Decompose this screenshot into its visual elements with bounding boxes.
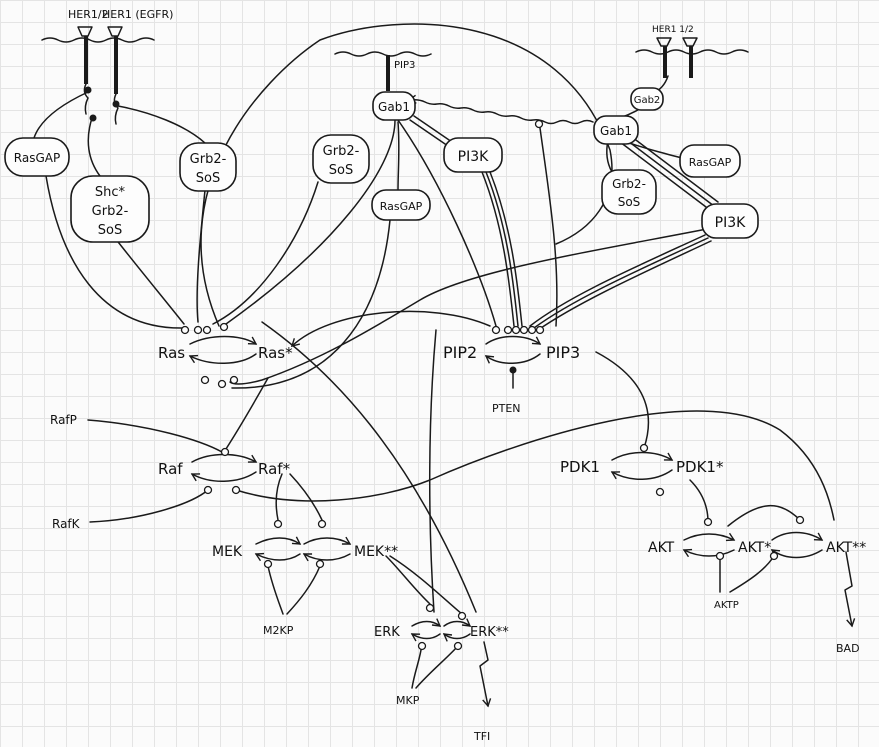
box-gab2: Gab2 (630, 87, 664, 111)
species-raf: Raf (158, 460, 183, 478)
reaction-pdk1 (610, 451, 674, 480)
reaction-ras (188, 335, 258, 364)
species-akt-star: AKT* (738, 540, 771, 556)
species-m2kp: M2KP (263, 624, 294, 637)
reaction-raf (190, 453, 258, 482)
species-pten: PTEN (492, 402, 521, 415)
species-raf-star: Raf* (258, 460, 291, 478)
species-akt-pp: AKT** (826, 540, 866, 556)
box-gab1-center-label: Gab1 (378, 100, 410, 114)
box-rasgap-center-label: RasGAP (380, 200, 423, 213)
box-shc-line1: Shc* (95, 185, 126, 200)
species-mek: MEK (212, 544, 243, 560)
species-pip3: PIP3 (546, 343, 580, 362)
box-grb2-sos-right: Grb2- SoS (601, 169, 657, 215)
box-gab1-right: Gab1 (593, 115, 639, 145)
receptor-her1-egfr (107, 26, 123, 94)
species-labels: Ras Ras* PIP2 PIP3 PTEN RafP Raf Raf* Ra… (50, 343, 866, 743)
box-rasgap-center: RasGAP (371, 189, 431, 221)
box-grb2-top-line2: SoS (196, 171, 220, 186)
box-rasgap-right-label: RasGAP (689, 156, 732, 169)
membrane-right: HER1 1/2 (635, 25, 749, 78)
box-gab1-right-label: Gab1 (600, 124, 632, 138)
reaction-pip (484, 335, 542, 364)
species-aktp: AKTP (714, 600, 739, 611)
box-grb2-center-line1: Grb2- (323, 144, 360, 159)
species-ras: Ras (158, 344, 185, 362)
box-grb2-top-line1: Grb2- (190, 152, 227, 167)
box-gab2-label: Gab2 (634, 95, 661, 106)
box-shc-line2: Grb2- (92, 204, 129, 219)
receptor-label-her1-2: HER1/2 (68, 8, 109, 21)
connector-circles (180, 119, 805, 651)
membrane-center: PIP3 (334, 51, 432, 91)
box-rasgap-left-label: RasGAP (14, 151, 60, 165)
species-bad: BAD (836, 642, 860, 655)
reaction-akt (682, 531, 824, 559)
species-ras-star: Ras* (258, 344, 293, 362)
box-pi3k-center: PI3K (443, 137, 503, 173)
box-grb2-center-line2: SoS (329, 163, 353, 178)
species-mkp: MKP (396, 694, 420, 707)
species-tfi: TFI (473, 730, 490, 743)
box-shc-line3: SoS (98, 223, 122, 238)
box-grb2-right-line2: SoS (618, 195, 641, 209)
species-pip2: PIP2 (443, 343, 477, 362)
box-grb2-right-line1: Grb2- (612, 177, 646, 191)
receptor-label-her1-egfr: HER1 (EGFR) (102, 8, 173, 21)
species-rafp: RafP (50, 413, 77, 427)
receptor-label-her1-2-right: HER1 1/2 (652, 25, 694, 35)
reaction-erk (410, 618, 472, 642)
box-rasgap-right: RasGAP (679, 144, 741, 178)
box-grb2-sos-top: Grb2- SoS (179, 142, 237, 192)
species-akt: AKT (648, 540, 675, 556)
species-pdk1-star: PDK1* (676, 458, 724, 476)
box-gab1-center: Gab1 (372, 91, 416, 121)
box-grb2-sos-center: Grb2- SoS (312, 134, 370, 184)
species-pdk1: PDK1 (560, 458, 600, 476)
box-pi3k-center-label: PI3K (458, 149, 489, 165)
species-erk: ERK (374, 625, 400, 640)
species-rafk: RafK (52, 517, 81, 531)
receptor-label-pip3: PIP3 (394, 60, 415, 71)
box-pi3k-right-label: PI3K (715, 215, 746, 231)
box-pi3k-right: PI3K (701, 203, 759, 239)
box-shc-grb2-sos: Shc* Grb2- SoS (70, 175, 150, 243)
receptor-her1-2 (77, 26, 93, 84)
box-rasgap-left: RasGAP (4, 137, 70, 177)
species-erk-pp: ERK** (470, 625, 509, 640)
species-mek-pp: MEK** (354, 544, 398, 560)
reaction-mek (254, 536, 352, 562)
